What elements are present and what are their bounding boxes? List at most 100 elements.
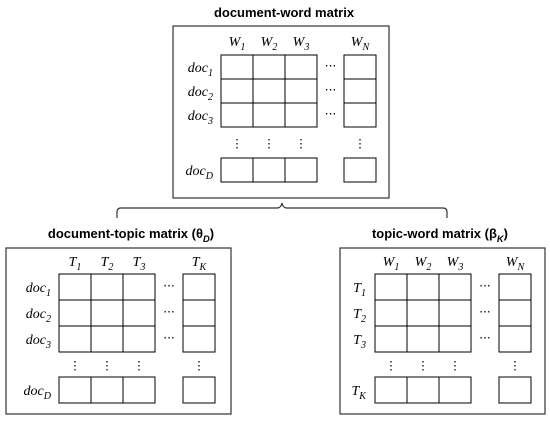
matrix-cell xyxy=(438,273,472,301)
column-label: W3 xyxy=(447,255,464,273)
document-topic-matrix: T1 T2 T3 TK doc1 doc2 doc3 docD ··· ··· ··· ⋮ ⋮ ⋮ ⋮ xyxy=(24,255,216,404)
document-topic-matrix-title-text: document-topic matrix (θD) xyxy=(48,226,214,244)
ellipsis-vertical: ⋮ xyxy=(133,359,145,373)
matrix-cell-last-row xyxy=(438,376,472,404)
ellipsis-vertical: ⋮ xyxy=(385,359,397,373)
matrix-cell xyxy=(252,54,286,80)
document-word-matrix-frame xyxy=(172,25,390,199)
matrix-cell-last-row xyxy=(284,157,318,183)
column-label-last: WN xyxy=(351,35,371,53)
column-label: W1 xyxy=(229,35,246,53)
ellipsis-vertical: ⋮ xyxy=(193,359,205,373)
matrix-cell xyxy=(438,325,472,353)
ellipsis-horizontal: ··· xyxy=(325,83,336,97)
ellipsis-vertical: ⋮ xyxy=(263,137,275,151)
row-label: doc2 xyxy=(188,85,213,103)
row-label: doc3 xyxy=(188,109,213,127)
matrix-cell xyxy=(374,299,408,327)
matrix-cell-last-row xyxy=(122,376,156,404)
ellipsis-vertical: ⋮ xyxy=(101,359,113,373)
matrix-cell-last-row xyxy=(58,376,92,404)
row-label-last: TK xyxy=(351,384,367,402)
matrix-cell-last-col xyxy=(343,78,377,104)
matrix-cell xyxy=(122,299,156,327)
matrix-cell xyxy=(58,273,92,301)
ellipsis-vertical: ⋮ xyxy=(231,137,243,151)
ellipsis-vertical: ⋮ xyxy=(509,359,521,373)
document-topic-matrix-frame xyxy=(5,247,232,415)
ellipsis-horizontal: ··· xyxy=(479,279,490,293)
matrix-cell-last-col xyxy=(343,54,377,80)
column-label: W3 xyxy=(293,35,310,53)
topic-word-matrix-title-text: topic-word matrix (βK) xyxy=(372,226,508,244)
row-label-last: docD xyxy=(24,384,52,402)
matrix-cell xyxy=(252,78,286,104)
matrix-cell-last-col xyxy=(182,325,216,353)
matrix-cell xyxy=(284,102,318,128)
column-label-last: TK xyxy=(192,255,208,273)
matrix-cell xyxy=(284,54,318,80)
row-label: T1 xyxy=(353,281,366,299)
matrix-cell xyxy=(252,102,286,128)
document-word-matrix: W1 W2 W3 WN doc1 doc2 doc3 docD ··· ··· ··· ⋮ ⋮ ⋮ ⋮ xyxy=(186,35,377,183)
matrix-cell xyxy=(220,54,254,80)
matrix-cell xyxy=(284,78,318,104)
ellipsis-vertical: ⋮ xyxy=(69,359,81,373)
column-label: W2 xyxy=(261,35,278,53)
matrix-cell-corner xyxy=(343,157,377,183)
matrix-cell xyxy=(122,273,156,301)
matrix-cell xyxy=(58,299,92,327)
ellipsis-vertical: ⋮ xyxy=(354,137,366,151)
ellipsis-horizontal: ··· xyxy=(325,107,336,121)
ellipsis-horizontal: ··· xyxy=(163,279,174,293)
matrix-cell xyxy=(220,78,254,104)
matrix-cell xyxy=(220,102,254,128)
matrix-cell-last-row xyxy=(406,376,440,404)
matrix-cell-last-col xyxy=(182,273,216,301)
matrix-cell xyxy=(406,273,440,301)
column-label: W1 xyxy=(383,255,400,273)
column-label-last: WN xyxy=(506,255,526,273)
column-label: T1 xyxy=(69,255,82,273)
ellipsis-vertical: ⋮ xyxy=(295,137,307,151)
matrix-cell xyxy=(122,325,156,353)
matrix-cell-last-col xyxy=(343,102,377,128)
row-label: doc1 xyxy=(188,61,213,79)
ellipsis-horizontal: ··· xyxy=(479,331,490,345)
row-label: T2 xyxy=(353,307,366,325)
matrix-cell-last-col xyxy=(498,299,532,327)
ellipsis-horizontal: ··· xyxy=(325,59,336,73)
row-label: T3 xyxy=(353,333,366,351)
matrix-cell-last-col xyxy=(498,273,532,301)
row-label-last: docD xyxy=(186,164,214,182)
document-word-matrix-title-text: document-word matrix xyxy=(214,5,355,20)
matrix-cell-last-row xyxy=(220,157,254,183)
matrix-cell xyxy=(90,299,124,327)
ellipsis-horizontal: ··· xyxy=(163,305,174,319)
matrix-cell xyxy=(374,273,408,301)
matrix-cell xyxy=(90,273,124,301)
row-label: doc3 xyxy=(26,333,51,351)
ellipsis-horizontal: ··· xyxy=(163,331,174,345)
matrix-cell xyxy=(438,299,472,327)
matrix-cell-last-col xyxy=(182,299,216,327)
ellipsis-vertical: ⋮ xyxy=(417,359,429,373)
row-label: doc1 xyxy=(26,281,51,299)
matrix-cell xyxy=(58,325,92,353)
matrix-cell-corner xyxy=(182,376,216,404)
matrix-cell-last-row xyxy=(374,376,408,404)
matrix-cell-last-row xyxy=(252,157,286,183)
ellipsis-horizontal: ··· xyxy=(479,305,490,319)
ellipsis-vertical: ⋮ xyxy=(449,359,461,373)
decomposition-brace xyxy=(116,202,448,218)
row-label: doc2 xyxy=(26,307,51,325)
column-label: T3 xyxy=(133,255,146,273)
matrix-cell xyxy=(406,325,440,353)
matrix-cell xyxy=(406,299,440,327)
column-label: T2 xyxy=(101,255,114,273)
matrix-cell-last-col xyxy=(498,325,532,353)
column-label: W2 xyxy=(415,255,432,273)
matrix-cell-last-row xyxy=(90,376,124,404)
